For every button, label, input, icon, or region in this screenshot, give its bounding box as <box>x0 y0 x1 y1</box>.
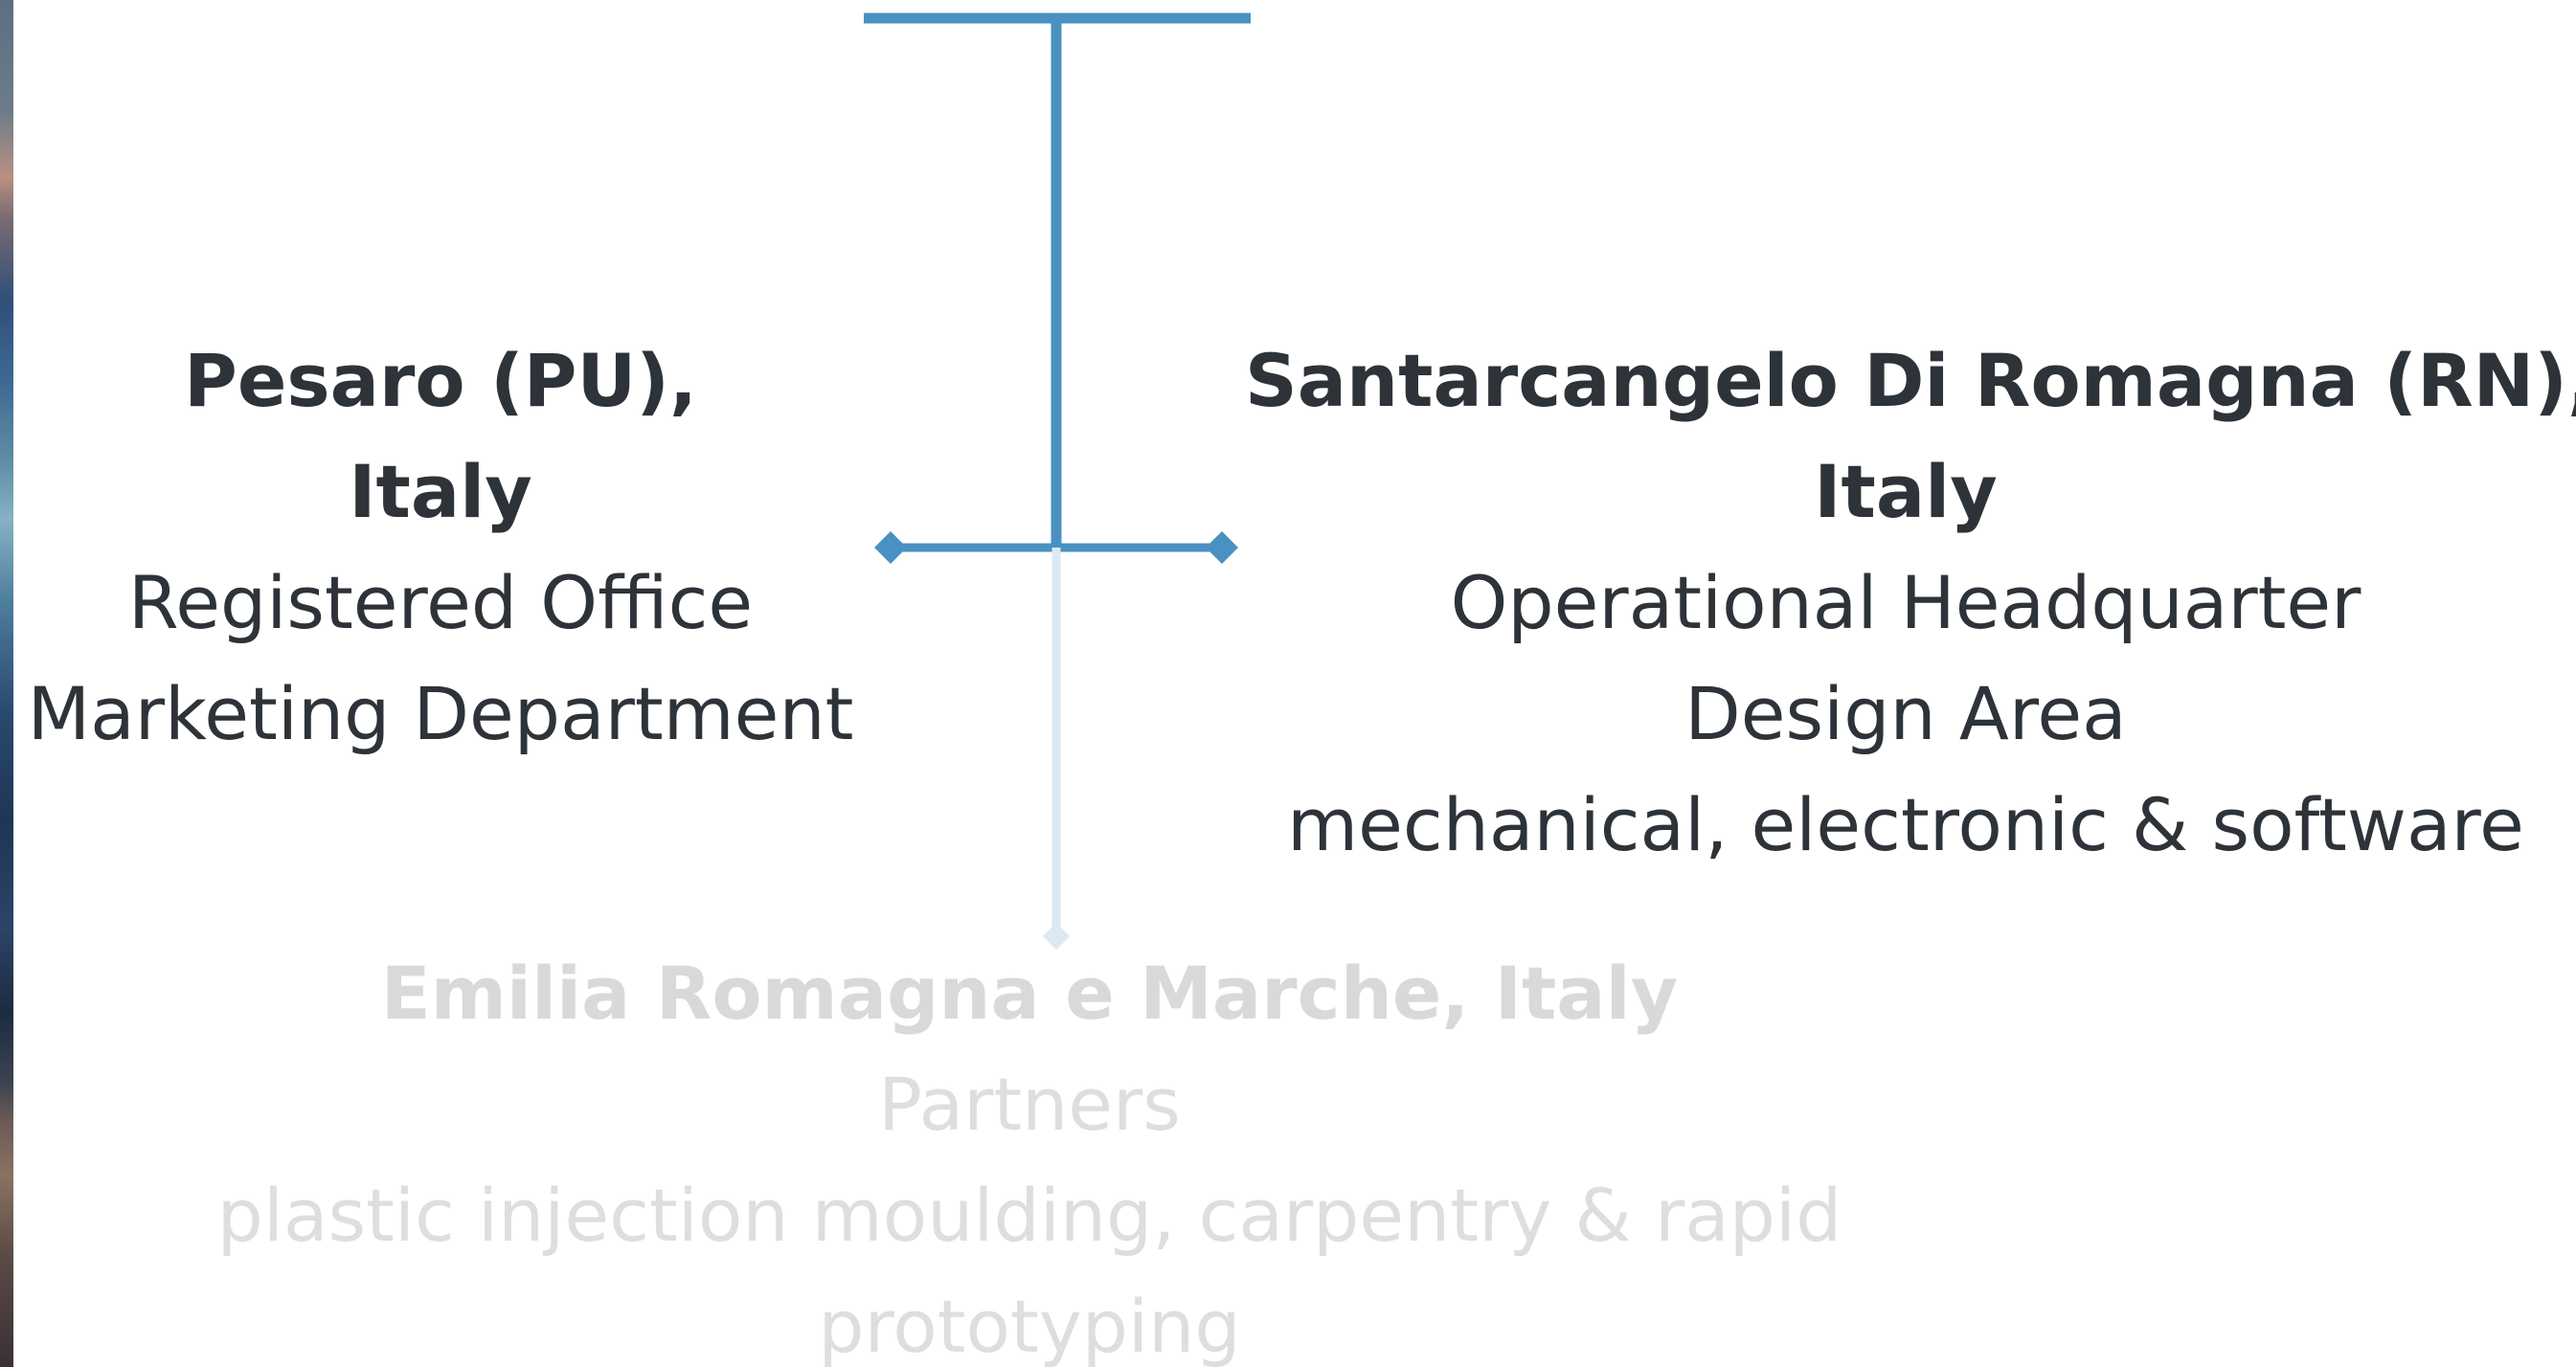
location-role: Marketing Department <box>27 671 854 756</box>
timeline-left-diamond <box>874 531 907 564</box>
location-partners: Emilia Romagna e Marche, Italy Partners … <box>153 938 1906 1367</box>
location-title: Santarcangelo Di Romagna (RN), <box>1245 338 2576 423</box>
timeline-right-diamond <box>1206 531 1238 564</box>
location-role: Registered Office <box>127 560 754 645</box>
location-role: plastic injection moulding, carpentry & … <box>216 1173 1842 1258</box>
location-role: Design Area <box>1684 671 2127 756</box>
location-role: prototyping <box>818 1284 1241 1367</box>
location-role: Operational Headquarter <box>1450 560 2361 645</box>
location-title: Italy <box>1814 449 1998 534</box>
location-title: Pesaro (PU), <box>184 338 697 423</box>
location-role: Partners <box>878 1062 1181 1147</box>
location-role: mechanical, electronic & software <box>1287 782 2524 867</box>
location-pesaro: Pesaro (PU), Italy Registered Office Mar… <box>0 325 881 770</box>
background-photo-edge <box>0 0 13 1367</box>
location-santarcangelo: Santarcangelo Di Romagna (RN), Italy Ope… <box>1245 325 2576 881</box>
timeline-bottom-diamond <box>1042 922 1071 951</box>
location-title: Italy <box>349 449 532 534</box>
location-title: Emilia Romagna e Marche, Italy <box>380 951 1679 1036</box>
